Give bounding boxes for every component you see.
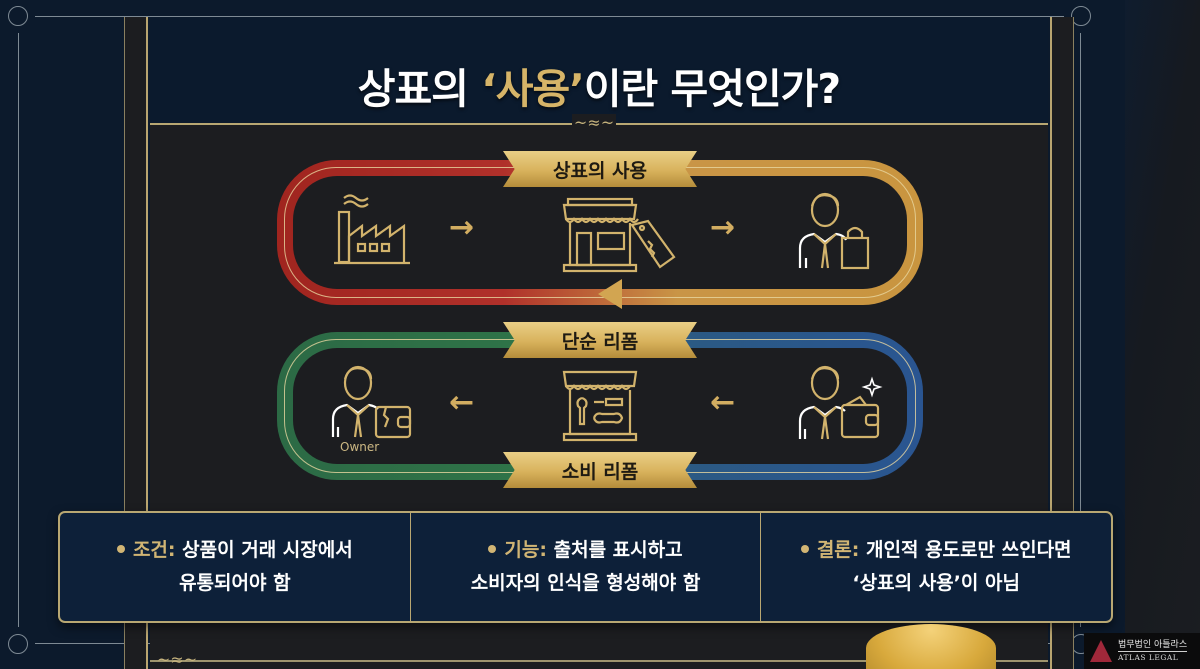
summary-line: 기능: 출처를 표시하고 [488, 534, 683, 567]
flourish-ornament-icon: ~≈~ [156, 650, 198, 669]
arrow-left-icon: ← [449, 385, 475, 420]
ribbon-simple-reform: 단순 리폼 [503, 322, 697, 358]
page-title: 상표의 ‘사용’이란 무엇인가? [150, 55, 1048, 115]
summary-label: 조건 [132, 539, 168, 561]
store-with-price-tag-icon [562, 197, 676, 273]
arrow-left-icon: ← [710, 385, 736, 420]
logo-korean: 법무법인 아틀라스 [1118, 640, 1188, 652]
summary-line: 결론: 개인적 용도로만 쓰인다면 [800, 534, 1072, 567]
frame-corner [8, 6, 35, 33]
arrow-right-icon: → [449, 210, 475, 245]
bullet-icon [116, 544, 125, 553]
summary-condition: 조건: 상품이 거래 시장에서 유통되어야 함 [60, 513, 410, 621]
summary-line: 조건: 상품이 거래 시장에서 [116, 534, 353, 567]
logo-text: 법무법인 아틀라스 ATLAS LEGAL [1118, 639, 1188, 663]
summary-text: 소비자의 인식을 형성해야 함 [470, 572, 701, 594]
owner-caption: Owner [340, 440, 380, 454]
ribbon-trademark-use: 상표의 사용 [503, 151, 697, 187]
summary-conclusion: 결론: 개인적 용도로만 쓰인다면 ‘상표의 사용’이 아님 [760, 513, 1111, 621]
summary-text: 상품이 거래 시장에서 [182, 539, 353, 561]
bottom-rule [150, 660, 1048, 662]
factory-icon [334, 194, 410, 265]
frame-corner [8, 627, 35, 654]
summary-label: 결론 [816, 539, 852, 561]
firm-logo: 법무법인 아틀라스 ATLAS LEGAL [1084, 633, 1200, 669]
repair-shop-icon [562, 370, 638, 442]
title-band: 상표의 ‘사용’이란 무엇인가? [150, 17, 1048, 122]
summary-label: 기능 [504, 539, 540, 561]
arrow-right-icon: → [710, 210, 736, 245]
background-texture-right [1125, 0, 1200, 669]
label-colon: : [539, 539, 547, 561]
owner-with-broken-wallet-icon [331, 365, 412, 439]
bullet-icon [800, 544, 809, 553]
bullet-icon [488, 544, 497, 553]
atlas-logo-icon [1090, 640, 1112, 662]
summary-text: ‘상표의 사용’이 아님 [852, 572, 1020, 594]
gold-seal-icon [866, 624, 996, 669]
logo-english: ATLAS LEGAL [1118, 653, 1179, 662]
label-colon: : [851, 539, 860, 561]
title-suffix: 이란 무엇인가? [583, 65, 841, 113]
return-arrow-icon [598, 279, 622, 309]
summary-text: 유통되어야 함 [179, 572, 291, 594]
label-colon: : [167, 539, 176, 561]
summary-text: 출처를 표시하고 [553, 539, 683, 561]
ribbon-consumer-reform: 소비 리폼 [503, 452, 697, 488]
title-highlight: ‘사용’ [481, 65, 585, 113]
summary-bar: 조건: 상품이 거래 시장에서 유통되어야 함 기능: 출처를 표시하고 소비자… [58, 511, 1113, 623]
summary-text: 개인적 용도로만 쓰인다면 [866, 539, 1072, 561]
title-prefix: 상표의 [357, 65, 482, 113]
summary-function: 기능: 출처를 표시하고 소비자의 인식을 형성해야 함 [409, 513, 761, 621]
flourish-ornament-icon: ~≈~ [572, 113, 616, 132]
person-with-wallet-sparkle-icon [798, 365, 883, 440]
customer-with-shopping-bag-icon [798, 192, 870, 270]
